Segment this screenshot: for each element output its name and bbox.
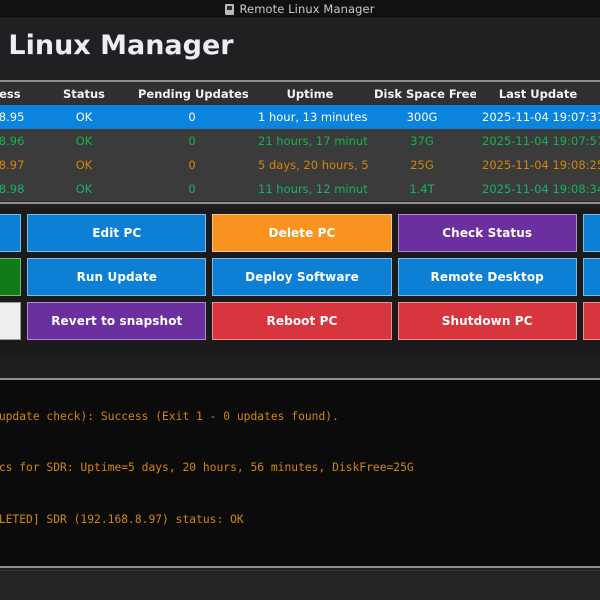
cell-last-update: 2025-11-04 19:08:34 (476, 177, 600, 201)
check-updates-button[interactable]: Check Updates (582, 214, 600, 252)
window-title: Remote Linux Manager (239, 2, 375, 16)
computer-icon (225, 3, 235, 15)
cell-status: OK (36, 105, 132, 129)
cell-disk: 25G (368, 153, 476, 177)
run-diagnostics-button[interactable]: Run Diagnostics (0, 258, 22, 296)
column-header-pending-updates[interactable]: Pending Updates (132, 82, 252, 105)
cell-ip: 192.168.8.97 (0, 153, 36, 177)
column-header-uptime[interactable]: Uptime (252, 82, 368, 105)
cell-ip: 192.168.8.96 (0, 129, 36, 153)
reboot-pc-button[interactable]: Reboot PC (212, 302, 392, 340)
add-pc-button[interactable]: Add PC (0, 214, 22, 252)
cell-pending: 0 (132, 153, 252, 177)
table-row[interactable]: SDR 192.168.8.97 OK 0 5 days, 20 hours, … (0, 153, 600, 177)
cell-uptime: 5 days, 20 hours, 56 (252, 153, 368, 177)
page-header: Remote Linux Manager (0, 19, 600, 80)
cell-disk: 1.4T (368, 177, 476, 201)
status-bar (0, 570, 600, 600)
cell-disk: 300G (368, 105, 476, 129)
page-title: Remote Linux Manager (0, 30, 234, 61)
log-line: [19:08:25] SDR (update check): Success (… (0, 409, 339, 423)
action-buttons-grid: Add PC Edit PC Delete PC Check Status Ch… (0, 214, 600, 340)
cell-disk: 37G (368, 129, 476, 153)
log-line: [19:08:25] Metrics for SDR: Uptime=5 day… (0, 461, 414, 475)
column-header-disk-space-free[interactable]: Disk Space Free (368, 82, 476, 105)
column-header-status[interactable]: Status (36, 82, 132, 105)
cell-uptime: 21 hours, 17 minute (252, 129, 368, 153)
cell-pending: 0 (132, 129, 252, 153)
column-header-last-update[interactable]: Last Update (476, 82, 600, 105)
create-snapshot-button[interactable]: Create snapshot (0, 302, 22, 340)
pc-table: PC Name IP Address Status Pending Update… (0, 82, 600, 201)
deploy-software-button[interactable]: Deploy Software (212, 258, 392, 296)
cell-ip: 192.168.8.98 (0, 177, 36, 201)
log-line: [19:08:25] [COMPLETED] SDR (192.168.8.97… (0, 513, 244, 527)
cell-last-update: 2025-11-04 19:07:57 (476, 129, 600, 153)
cell-last-update: 2025-11-04 19:07:37 (476, 105, 600, 129)
table-header-row: PC Name IP Address Status Pending Update… (0, 82, 600, 105)
cell-uptime: 11 hours, 12 minute (252, 177, 368, 201)
delete-pc-button[interactable]: Delete PC (212, 214, 392, 252)
cell-uptime: 1 hour, 13 minutes (252, 105, 368, 129)
cell-ip: 192.168.8.95 (0, 105, 36, 129)
cell-pending: 0 (132, 177, 252, 201)
log-line: [19:08:25] Starting check_status on Sirp… (0, 563, 600, 566)
cell-last-update: 2025-11-04 19:08:25 (476, 153, 600, 177)
console-log-lines: [19:08:25] SDR (update check): Success (… (0, 380, 600, 566)
cell-pending: 0 (132, 105, 252, 129)
cell-status: OK (36, 177, 132, 201)
column-header-ip-address[interactable]: IP Address (0, 82, 36, 105)
cell-status: OK (36, 129, 132, 153)
wake-on-lan-button[interactable]: Wake on LAN (582, 302, 600, 340)
table-row[interactable]: Moode 192.168.8.96 OK 0 21 hours, 17 min… (0, 129, 600, 153)
edit-pc-button[interactable]: Edit PC (27, 214, 207, 252)
remote-desktop-button[interactable]: Remote Desktop (397, 258, 577, 296)
action-buttons-area: Add PC Edit PC Delete PC Check Status Ch… (0, 208, 600, 356)
check-status-button[interactable]: Check Status (397, 214, 577, 252)
table-row[interactable]: Sirplexed 192.168.8.98 OK 0 11 hours, 12… (0, 177, 600, 201)
run-update-button[interactable]: Run Update (27, 258, 207, 296)
console-log-panel[interactable]: [19:08:25] SDR (update check): Success (… (0, 378, 600, 568)
remote-terminal-button[interactable]: Remote Terminal (582, 258, 600, 296)
revert-to-snapshot-button[interactable]: Revert to snapshot (27, 302, 207, 340)
window-titlebar: Remote Linux Manager (0, 0, 600, 19)
pc-table-container[interactable]: PC Name IP Address Status Pending Update… (0, 80, 600, 204)
cell-status: OK (36, 153, 132, 177)
table-row[interactable]: 4pi 192.168.8.95 OK 0 1 hour, 13 minutes… (0, 105, 600, 129)
shutdown-pc-button[interactable]: Shutdown PC (397, 302, 577, 340)
